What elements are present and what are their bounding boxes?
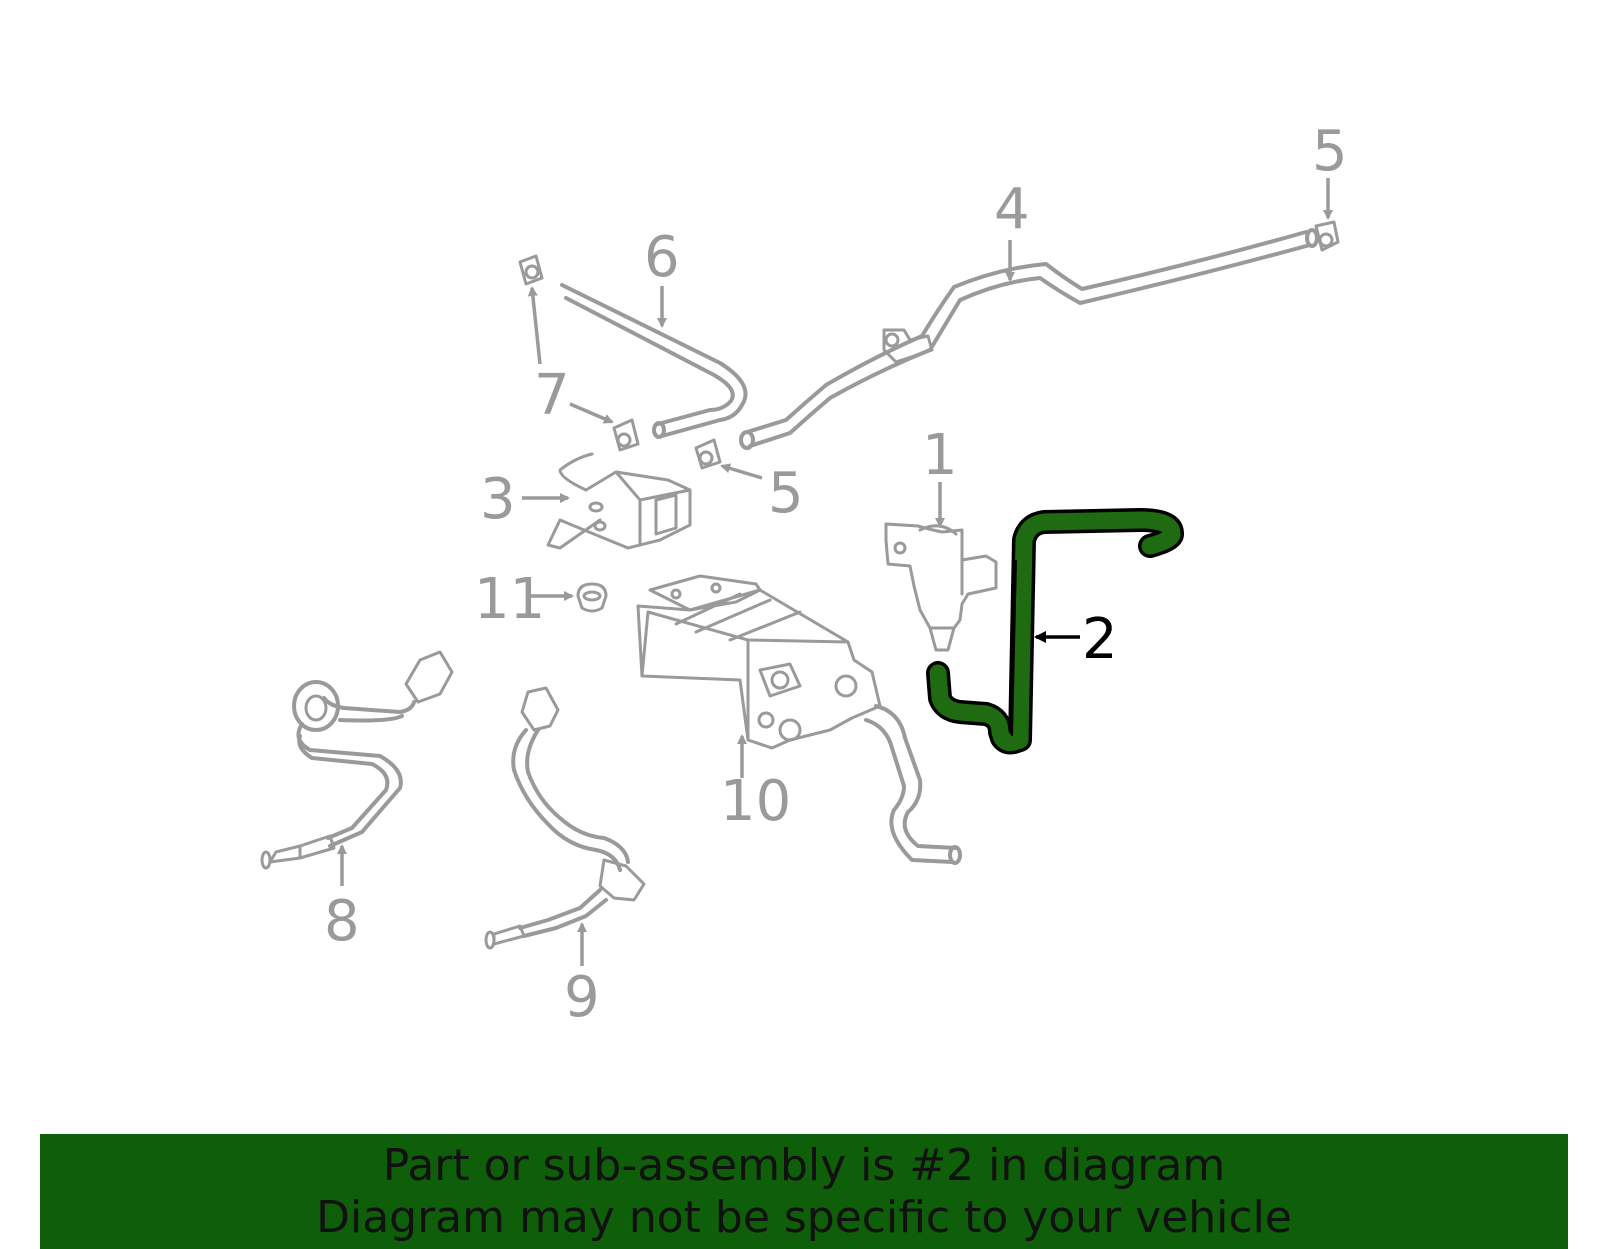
callout-7: 7 — [534, 363, 570, 428]
part-8-oxygen-sensor — [260, 650, 454, 870]
part-1-purge-valve — [884, 522, 998, 652]
part-6-hose — [560, 283, 748, 439]
banner-line-disclaimer: Diagram may not be specific to your vehi… — [316, 1192, 1292, 1243]
callout-2: 2 — [1082, 607, 1118, 672]
callout-10: 10 — [720, 769, 791, 834]
callout-8: 8 — [324, 889, 360, 954]
banner-line-part: Part or sub-assembly is #2 in diagram — [382, 1140, 1226, 1191]
callout-5-right: 5 — [1312, 119, 1348, 184]
part-3-valve — [546, 452, 692, 550]
callout-3: 3 — [480, 467, 516, 532]
callout-4: 4 — [994, 177, 1030, 242]
callout-5-center: 5 — [768, 461, 804, 526]
callout-9: 9 — [564, 965, 600, 1030]
part-11-grommet — [576, 582, 608, 613]
part-5-clamp-right — [1314, 220, 1340, 252]
part-4-vapor-hose — [739, 228, 1319, 450]
part-7-clip-mid — [612, 418, 640, 452]
part-9-oxygen-sensor — [484, 686, 646, 950]
part-5-clamp-center — [694, 438, 722, 470]
callout-1: 1 — [922, 423, 958, 488]
callout-6: 6 — [644, 225, 680, 290]
part-10-canister — [636, 574, 962, 865]
callout-11: 11 — [474, 567, 545, 632]
info-banner: Part or sub-assembly is #2 in diagram Di… — [40, 1134, 1568, 1249]
leader-lines — [337, 178, 1333, 966]
part-2-hose-highlighted — [926, 508, 1184, 755]
part-7-clip-top — [518, 254, 544, 286]
